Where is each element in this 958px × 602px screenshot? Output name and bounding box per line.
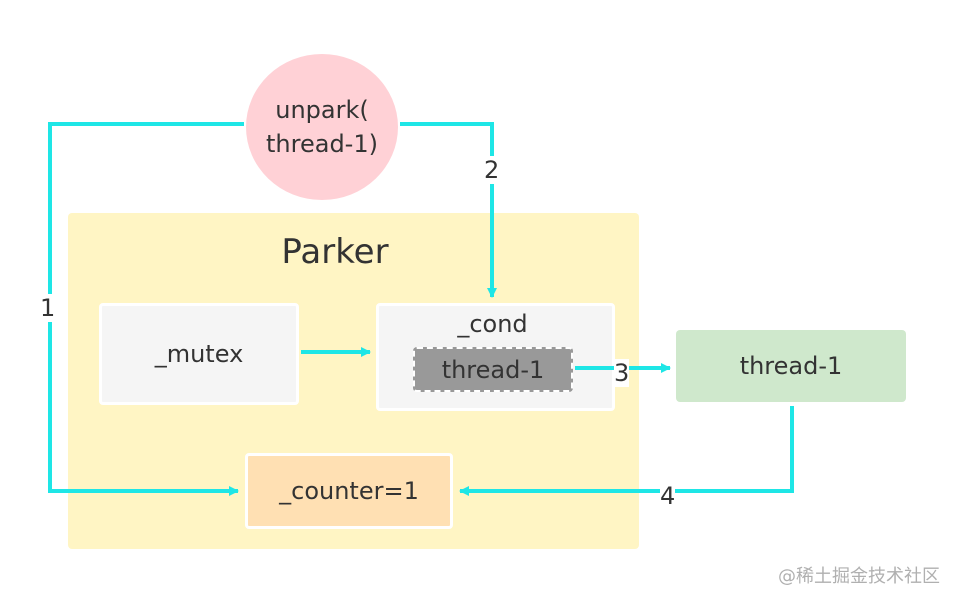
parker-title: Parker bbox=[281, 232, 389, 272]
thread-label: thread-1 bbox=[739, 352, 843, 380]
unpark-label-line2: thread-1) bbox=[266, 130, 378, 158]
thread-node: thread-1 bbox=[676, 330, 906, 402]
mutex-node: _mutex bbox=[99, 303, 299, 405]
counter-label: _counter=1 bbox=[279, 477, 419, 505]
arrow-step-2 bbox=[400, 122, 497, 298]
unpark-label-line1: unpark( bbox=[275, 96, 369, 124]
step-label-3: 3 bbox=[614, 359, 630, 387]
step-label-4: 4 bbox=[660, 482, 676, 510]
unpark-node: unpark( thread-1) bbox=[246, 54, 398, 200]
step-label-1: 1 bbox=[40, 294, 56, 322]
arrow-step-1 bbox=[48, 122, 244, 496]
cond-thread-label: thread-1 bbox=[441, 355, 545, 384]
arrow-step-4 bbox=[459, 406, 794, 496]
cond-waiting-thread: thread-1 bbox=[413, 347, 573, 392]
cond-label: _cond bbox=[457, 310, 528, 338]
counter-node: _counter=1 bbox=[245, 453, 453, 529]
watermark: @稀土掘金技术社区 bbox=[778, 566, 940, 587]
step-label-2: 2 bbox=[484, 156, 500, 184]
mutex-label: _mutex bbox=[154, 340, 244, 368]
